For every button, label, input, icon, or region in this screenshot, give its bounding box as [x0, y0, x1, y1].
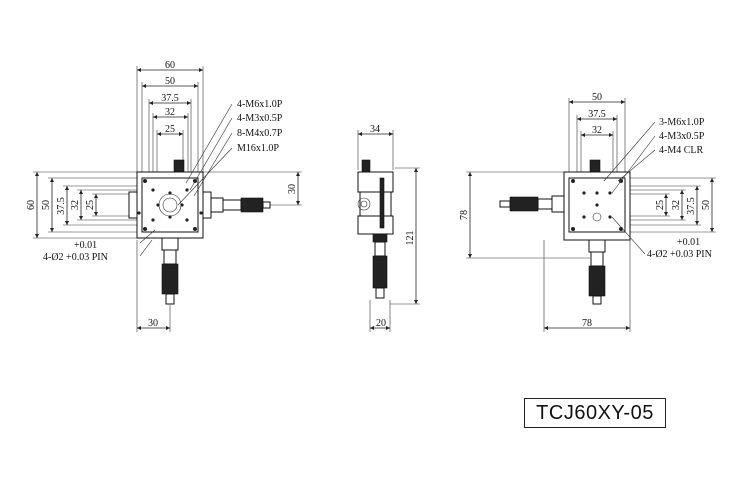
- front-dim-left-2: 50: [41, 200, 52, 210]
- front-micrometer-y: [161, 237, 179, 305]
- front-dim-left-5: 25: [85, 200, 96, 210]
- front-dim-top-5: 25: [165, 124, 175, 135]
- right-dim-top-2: 37.5: [588, 109, 606, 120]
- front-dim-top-4: 32: [165, 107, 175, 118]
- front-callout-1: 4-M6x1.0P: [237, 99, 283, 110]
- side-dimension-lines: [358, 132, 418, 330]
- front-extension-lines: [33, 66, 302, 332]
- front-callout-3: 8-M4x0.7P: [237, 128, 283, 139]
- front-callout-4: M16x1.0P: [237, 143, 279, 154]
- side-dim-bottom: 20: [376, 318, 386, 329]
- model-title: TCJ60XY-05: [536, 401, 654, 424]
- side-view: 34 121 20: [357, 124, 420, 332]
- right-callout-1: 3-M6x1.0P: [659, 117, 705, 128]
- right-callout-3: 4-M4 CLR: [659, 145, 704, 156]
- front-dim-left-1: 60: [26, 200, 37, 210]
- title-block: TCJ60XY-05: [524, 398, 666, 428]
- side-dim-top: 34: [370, 124, 380, 135]
- right-extension-lines: [466, 98, 716, 332]
- right-pin-label: 4-Ø2 +0.03 PIN: [647, 249, 712, 260]
- right-micrometer-y: [588, 239, 606, 305]
- right-dim-bottom: 78: [582, 318, 592, 329]
- right-view: 50 37.5 32 25 32 37.5 50 78 78: [459, 92, 716, 332]
- right-pin-tol: +0.01: [677, 237, 700, 248]
- right-dim-right-1: 25: [655, 200, 666, 210]
- side-dim-right: 121: [405, 231, 416, 246]
- front-callout-2: 4-M3x0.5P: [237, 113, 283, 124]
- right-dim-left: 78: [459, 210, 470, 220]
- front-view: 60 50 37.5 32 25 60 50 37.5 32 25 30 30: [26, 60, 302, 332]
- right-callout-leaders: [603, 121, 656, 255]
- right-dim-top-1: 50: [592, 92, 602, 103]
- front-callout-leaders: [139, 103, 233, 257]
- front-pin-label: 4-Ø2 +0.03 PIN: [43, 252, 108, 263]
- right-dim-top-3: 32: [592, 125, 602, 136]
- right-stage-body: [563, 159, 631, 241]
- right-dim-right-2: 32: [671, 200, 682, 210]
- side-stage-body: [357, 159, 394, 299]
- front-micrometer-x: [210, 197, 271, 213]
- front-dim-right: 30: [287, 184, 298, 194]
- front-stage-body: [128, 159, 212, 239]
- right-dimension-lines: [468, 100, 714, 330]
- right-dim-right-4: 50: [701, 200, 712, 210]
- front-dimension-lines: [35, 68, 300, 330]
- front-dim-bottom: 30: [148, 318, 158, 329]
- front-dim-top-3: 37.5: [161, 93, 179, 104]
- right-micrometer-x: [499, 195, 565, 213]
- right-callout-2: 4-M3x0.5P: [659, 131, 705, 142]
- front-pin-tol: +0.01: [74, 240, 97, 251]
- front-dim-left-4: 32: [70, 200, 81, 210]
- right-dim-right-3: 37.5: [686, 197, 697, 215]
- front-dim-top-1: 60: [165, 60, 175, 71]
- front-dim-left-3: 37.5: [56, 197, 67, 215]
- front-dim-top-2: 50: [165, 76, 175, 87]
